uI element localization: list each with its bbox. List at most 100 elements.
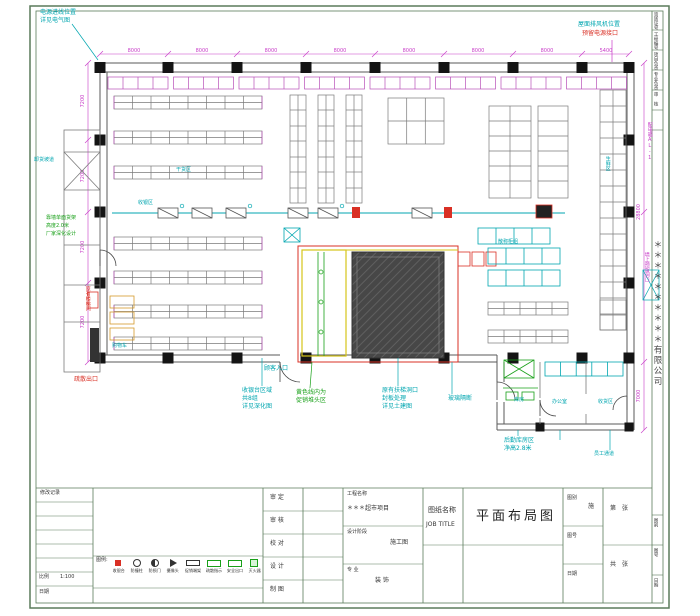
strip-cert-label: 资质证号 [653, 12, 659, 30]
zone-label-fresh: 生鲜区 [604, 156, 611, 171]
drawing-frame [29, 5, 670, 609]
sheet-no-label: 图号 [567, 533, 578, 539]
job-title-en: JOB TITLE [426, 521, 455, 528]
strip-type-label: 图别 [653, 518, 659, 527]
cart-bays [109, 295, 135, 341]
sheet-count-2: 共 张 [610, 561, 629, 568]
escalator-void-hatched [351, 251, 445, 359]
zone-label-dry-goods: 干货区 [176, 167, 192, 173]
camera-symbol-icon [169, 559, 177, 567]
annotation-glass: 玻璃隔断 [448, 395, 473, 402]
svg-text:5400: 5400 [600, 48, 613, 54]
checkout-red-unit [444, 207, 452, 218]
annotation-ramp: 卸货坡道 [34, 157, 55, 163]
sheet-date-label: 日期 [567, 571, 578, 577]
scale-label: 比例 [39, 574, 50, 580]
annotation-wall-opening: 墙上预留洞口 [643, 252, 650, 282]
annotation-checkout-1: 收银台区域 [242, 387, 273, 394]
middle-shelving [289, 94, 445, 204]
annotation-escalator-2: 封板处理 [382, 395, 407, 402]
svg-text:28800: 28800 [636, 204, 642, 220]
svg-text:8000: 8000 [472, 48, 485, 54]
central-zone [297, 245, 497, 363]
endcap-symbol-icon [185, 560, 200, 566]
legend-item-evac-sign: 疏散指示 [205, 558, 223, 574]
legend-item-eas-gate: 防损门 [147, 558, 162, 574]
sign-row-proofed: 校 对 [270, 540, 284, 547]
annotation-annex-2: 净高2.8米 [504, 445, 532, 452]
room-label-storage: 库房 [514, 397, 525, 403]
evac-sign-symbol-icon [206, 559, 221, 567]
annotation-checkout-3: 详见深化图 [242, 403, 273, 410]
right-middle-grids [488, 105, 569, 199]
promo-rows [283, 227, 551, 245]
strip-lead-label: 专业负责 [653, 72, 659, 90]
strip-check-label: 审 核 [653, 92, 659, 106]
annotation-promo-2: 促销堆头区 [296, 397, 327, 404]
annotation-escalator-3: 详见土建图 [382, 403, 413, 410]
annotation-roof-fan: 屋面排风机位置 [578, 21, 621, 28]
svg-text:8000: 8000 [128, 48, 141, 54]
legend-label: 收银台 [112, 569, 125, 574]
legend-item-checkout: 收银台 [111, 558, 126, 574]
legend-label: 灭火器 [248, 569, 261, 574]
revision-table-header: 修改记录 [40, 490, 61, 496]
zone-label-carts: 购物车 [112, 343, 128, 349]
top-wall-shelving [107, 76, 627, 90]
eas-gate-symbol-icon [150, 559, 159, 567]
svg-text:7200: 7200 [80, 95, 86, 108]
project-label: 工程名称 [347, 491, 368, 497]
annotation-entry: 顾客入口 [264, 365, 289, 372]
strip-projno-label: 工程编号 [653, 32, 659, 50]
zone-label-bulk: 散称柜组 [498, 239, 519, 245]
checkout-symbol-icon [115, 560, 122, 566]
left-shelving-rows [113, 95, 263, 351]
legend-title: 图例: [96, 557, 108, 563]
annotation-wall-shelf-2: 高度2.0米 [46, 223, 69, 229]
sheet-type-value: 施 [588, 503, 595, 510]
annotation-checkout-2: 共8组 [242, 395, 258, 402]
strip-date-label: 日期 [653, 578, 659, 587]
legend: 图例: 收银台 防撞柱 防损门 摄像头 促销端架 疏散指示 安全出口 灭火器 [96, 557, 262, 587]
date-label: 日期 [39, 589, 50, 595]
strip-pm-label: 项目负责 [653, 52, 659, 70]
annotation-exit: 疏散出口 [74, 376, 99, 383]
red-boundary [297, 245, 459, 363]
strip-no-label: 图号 [653, 548, 659, 557]
sheet-type-label: 图别 [567, 495, 578, 501]
annotation-escalator-1: 原有扶梯洞口 [382, 387, 419, 394]
stage-value: 施工图 [390, 539, 409, 546]
legend-item-extinguisher: 灭火器 [247, 558, 262, 574]
annex-interior [503, 359, 624, 424]
legend-label: 安全出口 [226, 569, 243, 574]
svg-text:8000: 8000 [334, 48, 347, 54]
svg-text:8000: 8000 [403, 48, 416, 54]
annotation-old-stair: 原有楼梯间 [84, 286, 91, 311]
right-wall-shelving [599, 89, 660, 331]
right-center-units [487, 247, 569, 344]
annotation-power-inlet-2: 详见电气图 [40, 17, 71, 24]
profession-label: 专 业 [347, 567, 359, 573]
annotation-roof-fan-power: 预留电源接口 [582, 30, 619, 37]
checkout-line [112, 203, 565, 219]
annotation-staff-door: 员工通道 [594, 451, 615, 457]
profession-value: 装 饰 [375, 577, 389, 584]
project-value: ＊＊＊超市项目 [347, 505, 390, 512]
annotation-promo-1: 黄色线内为 [296, 389, 327, 396]
svg-text:7200: 7200 [80, 170, 86, 183]
legend-item-camera: 摄像头 [165, 558, 180, 574]
sheet-count-1: 第 张 [610, 505, 629, 512]
legend-label: 防撞柱 [130, 569, 143, 574]
annotation-power-inlet: 电源进线位置 [40, 9, 77, 16]
annotation-annex-1: 后勤库房区 [504, 437, 535, 444]
job-title-cn: 图纸名称 [428, 506, 456, 514]
legend-label: 防损门 [148, 569, 161, 574]
drawing-title: 平面布局图 [476, 509, 557, 524]
zone-label-checkout: 收银区 [138, 200, 154, 206]
legend-item-bollard: 防撞柱 [129, 558, 144, 574]
bollard-symbol-icon [132, 559, 141, 567]
sign-row-drawn: 制 图 [270, 586, 284, 593]
doors [99, 249, 628, 417]
